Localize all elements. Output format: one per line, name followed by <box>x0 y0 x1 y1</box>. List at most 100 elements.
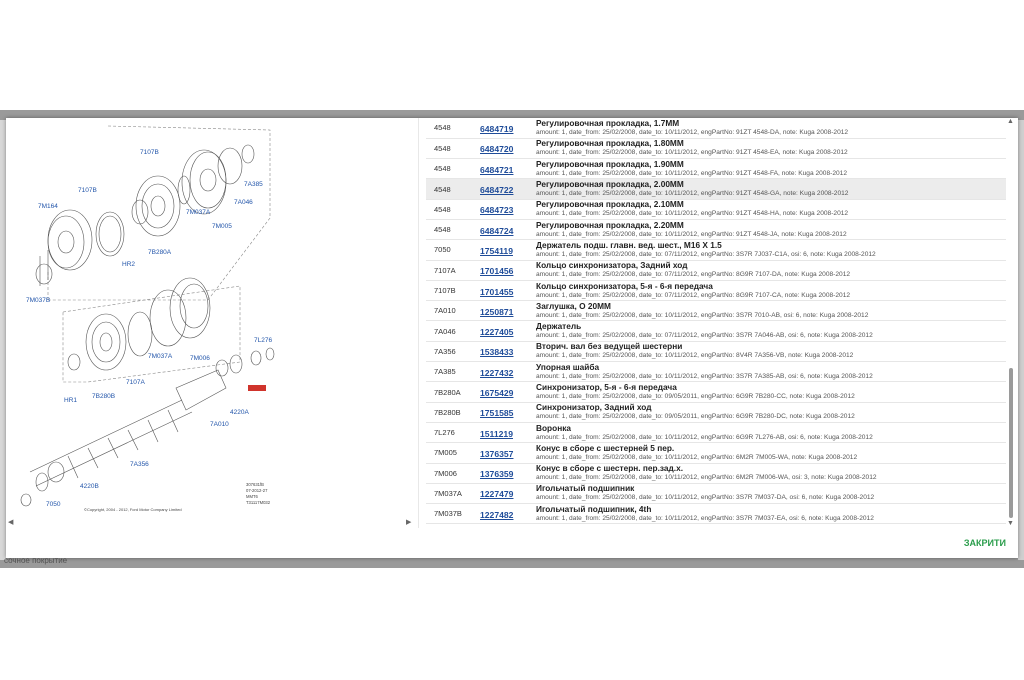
diagram-label[interactable]: 7L276 <box>254 337 272 344</box>
part-name: Держатель подш. главн. вед. шест., M16 X… <box>536 239 722 250</box>
diagram-label[interactable]: HR2 <box>122 261 135 268</box>
part-meta: amount: 1, date_from: 25/02/2008, date_t… <box>536 190 849 198</box>
part-name: Регулировочная прокладка, 2.20MM <box>536 219 684 230</box>
part-number-cell: 6484722 <box>480 179 536 199</box>
part-name: Игольчатый подшипник <box>536 483 635 494</box>
part-code: 7A046 <box>434 326 456 336</box>
part-number-link[interactable]: 6484721 <box>480 164 514 175</box>
diagram-label[interactable]: 7B280B <box>92 393 115 400</box>
part-number-link[interactable]: 1376359 <box>480 469 514 480</box>
part-code: 7107B <box>434 286 456 296</box>
part-number-link[interactable]: 1227479 <box>480 489 514 500</box>
close-button[interactable]: ЗАКРИТИ <box>963 538 1006 548</box>
part-number-link[interactable]: 1511219 <box>480 428 513 439</box>
diagram-label[interactable]: 7M006 <box>190 355 210 362</box>
part-number-link[interactable]: 6484719 <box>480 123 514 134</box>
scroll-left-icon[interactable]: ◀ <box>8 519 14 526</box>
part-meta: amount: 1, date_from: 25/02/2008, date_t… <box>536 494 875 502</box>
part-meta: amount: 1, date_from: 25/02/2008, date_t… <box>536 352 854 360</box>
diagram-stamp-line: T31117M032 <box>246 500 271 505</box>
part-description: Конус в сборе с шестерней 5 пер.amount: … <box>536 443 1006 463</box>
background-text: сочное покрытие <box>4 556 68 565</box>
diagram-label[interactable]: 7M005 <box>212 223 232 230</box>
diagram-label[interactable]: 7050 <box>46 501 61 508</box>
part-name: Воронка <box>536 422 571 433</box>
part-number-link[interactable]: 1250871 <box>480 306 514 317</box>
part-number-link[interactable]: 1227432 <box>480 367 514 378</box>
part-code: 7B280A <box>434 387 461 397</box>
diagram-label[interactable]: 7107A <box>126 379 145 386</box>
parts-table: 4548 6484719 Регулировочная прокладка, 1.7… <box>426 118 1006 524</box>
diagram-label[interactable]: 7M164 <box>38 203 58 210</box>
highlight-marker <box>248 385 266 391</box>
part-number-link[interactable]: 1376357 <box>480 448 514 459</box>
parts-vertical-scrollbar[interactable]: ▲ ▼ <box>1006 118 1016 530</box>
part-code: 7M037A <box>434 488 462 498</box>
part-number-link[interactable]: 1675429 <box>480 388 514 398</box>
part-number-cell: 1227482 <box>480 504 536 524</box>
part-number-link[interactable]: 1701455 <box>480 286 514 297</box>
diagram-label[interactable]: 7B280A <box>148 249 172 256</box>
part-number-link[interactable]: 1227405 <box>480 327 514 338</box>
part-code: 7M037B <box>434 509 462 519</box>
diagram-label[interactable]: 7107B <box>78 187 97 194</box>
part-number-link[interactable]: 1751585 <box>480 408 514 419</box>
part-code: 7050 <box>434 245 451 255</box>
part-number-cell: 6484721 <box>480 159 536 179</box>
diagram-label[interactable]: 4220B <box>80 483 99 490</box>
part-number-link[interactable]: 6484724 <box>480 225 514 236</box>
diagram-label[interactable]: 7M037B <box>26 297 50 304</box>
part-meta: amount: 1, date_from: 25/02/2008, date_t… <box>536 453 858 461</box>
diagram-label[interactable]: 7107B <box>140 149 159 156</box>
diagram-label[interactable]: 7M037A <box>148 353 173 360</box>
part-number-link[interactable]: 6484723 <box>480 205 514 216</box>
part-meta: amount: 1, date_from: 25/02/2008, date_t… <box>536 250 876 258</box>
part-description: Держатель подш. главн. вед. шест., M16 X… <box>536 240 1006 260</box>
part-meta: amount: 1, date_from: 25/02/2008, date_t… <box>536 149 848 157</box>
part-name: Кольцо синхронизатора, Задний ход <box>536 260 688 271</box>
diagram-label[interactable]: 7M037A <box>186 209 211 216</box>
diagram-label[interactable]: 7A046 <box>234 199 253 206</box>
part-meta: amount: 1, date_from: 25/02/2008, date_t… <box>536 433 873 441</box>
diagram-horizontal-scrollbar[interactable]: ◀ ▶ <box>6 518 416 526</box>
diagram-label[interactable]: 4220A <box>230 409 249 416</box>
part-number-link[interactable]: 1701456 <box>480 266 514 277</box>
part-number-cell: 6484719 <box>480 118 536 138</box>
exploded-diagram[interactable]: 7107B 7107B 7M164 7M037A 7M005 7A385 7A0… <box>8 122 284 518</box>
part-number-cell: 1754119 <box>480 240 536 260</box>
part-number-link[interactable]: 1754119 <box>480 245 513 256</box>
part-code: 4548 <box>434 164 451 174</box>
diagram-label[interactable]: 7A010 <box>210 421 229 428</box>
diagram-label[interactable]: HR1 <box>64 397 77 404</box>
part-number-link[interactable]: 6484720 <box>480 144 514 155</box>
part-code: 7B280B <box>434 407 461 417</box>
scroll-down-icon[interactable]: ▼ <box>1007 520 1014 527</box>
scrollbar-thumb[interactable] <box>1009 368 1013 518</box>
part-number-cell: 1376357 <box>480 443 536 463</box>
part-number-link[interactable]: 1538433 <box>480 347 514 358</box>
part-number-cell: 1751585 <box>480 402 536 422</box>
scroll-up-icon[interactable]: ▲ <box>1007 118 1014 125</box>
part-meta: amount: 1, date_from: 25/02/2008, date_t… <box>536 311 869 319</box>
scroll-right-icon[interactable]: ▶ <box>406 519 412 526</box>
part-number-link[interactable]: 1227482 <box>480 509 514 520</box>
part-code: 4548 <box>434 143 451 153</box>
diagram-label[interactable]: 7A385 <box>244 181 263 188</box>
part-number-link[interactable]: 6484722 <box>480 185 514 196</box>
diagram-label[interactable]: 7A356 <box>130 461 149 468</box>
